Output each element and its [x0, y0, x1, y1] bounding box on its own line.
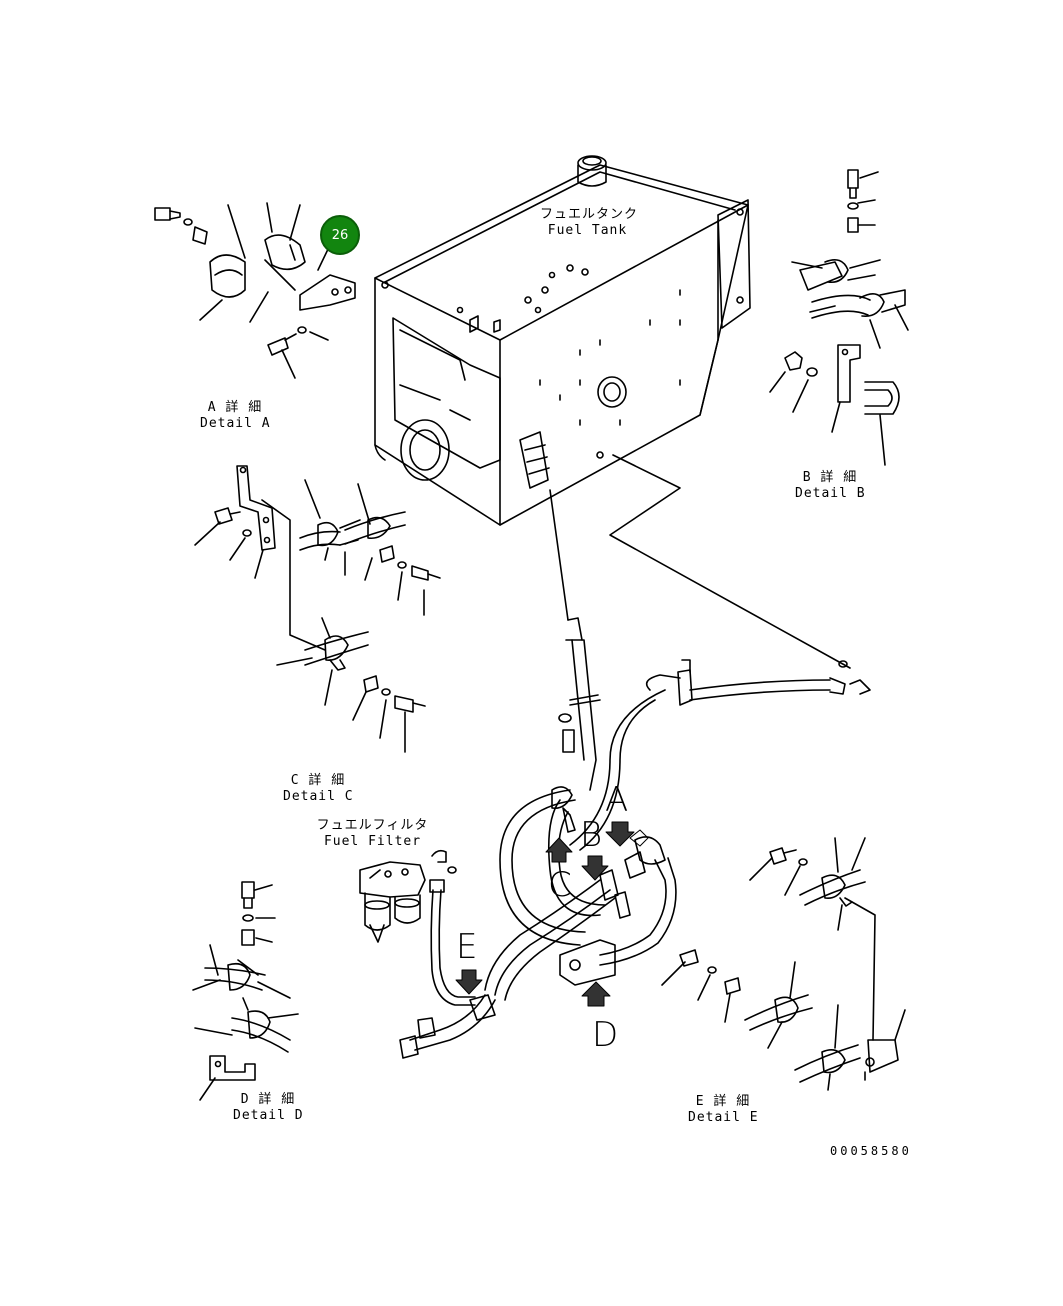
detail-d-label-jp: D 詳 細 [240, 1092, 296, 1107]
arrow-c [545, 837, 573, 863]
detail-c-label-en: Detail C [283, 789, 354, 804]
detail-b-label-jp: B 詳 細 [802, 470, 858, 485]
detail-c-drawing [194, 465, 441, 753]
detail-a-drawing [154, 202, 356, 379]
arrow-b [581, 855, 609, 881]
view-letter-a: A [605, 780, 629, 820]
detail-b-label-en: Detail B [795, 486, 866, 501]
fuel-tank-drawing [374, 155, 751, 526]
detail-b-drawing [769, 169, 909, 466]
view-letter-c: C [548, 865, 572, 905]
fuel-piping-drawing [399, 454, 871, 1059]
arrow-d [581, 981, 611, 1007]
detail-e-drawing [661, 837, 906, 1091]
view-arrows [455, 821, 649, 1007]
part-callout-26[interactable]: 26 [320, 215, 360, 255]
detail-a-label-en: Detail A [200, 416, 271, 431]
detail-d-drawing [192, 881, 299, 1101]
view-letter-e: E [456, 927, 478, 967]
view-letter-b: B [580, 815, 603, 855]
detail-a-label-jp: A 詳 細 [207, 400, 263, 415]
detail-e-label-jp: E 詳 細 [695, 1094, 751, 1109]
detail-c-label-jp: C 詳 細 [290, 773, 346, 788]
part-callout-number: 26 [331, 227, 349, 243]
drawing-number: 00058580 [830, 1144, 912, 1158]
arrow-a [605, 821, 635, 847]
fuel-filter-label-jp: フュエルフィルタ [316, 818, 429, 833]
detail-e-label-en: Detail E [688, 1110, 759, 1125]
detail-d-label-en: Detail D [233, 1108, 304, 1123]
fuel-filter-label-en: Fuel Filter [323, 834, 422, 849]
view-letter-d: D [592, 1015, 619, 1055]
fuel-tank-label-en: Fuel Tank [547, 223, 628, 238]
fuel-filter-drawing [359, 861, 426, 943]
arrow-e [455, 969, 483, 995]
fuel-tank-label-jp: フュエルタンク [540, 207, 639, 222]
